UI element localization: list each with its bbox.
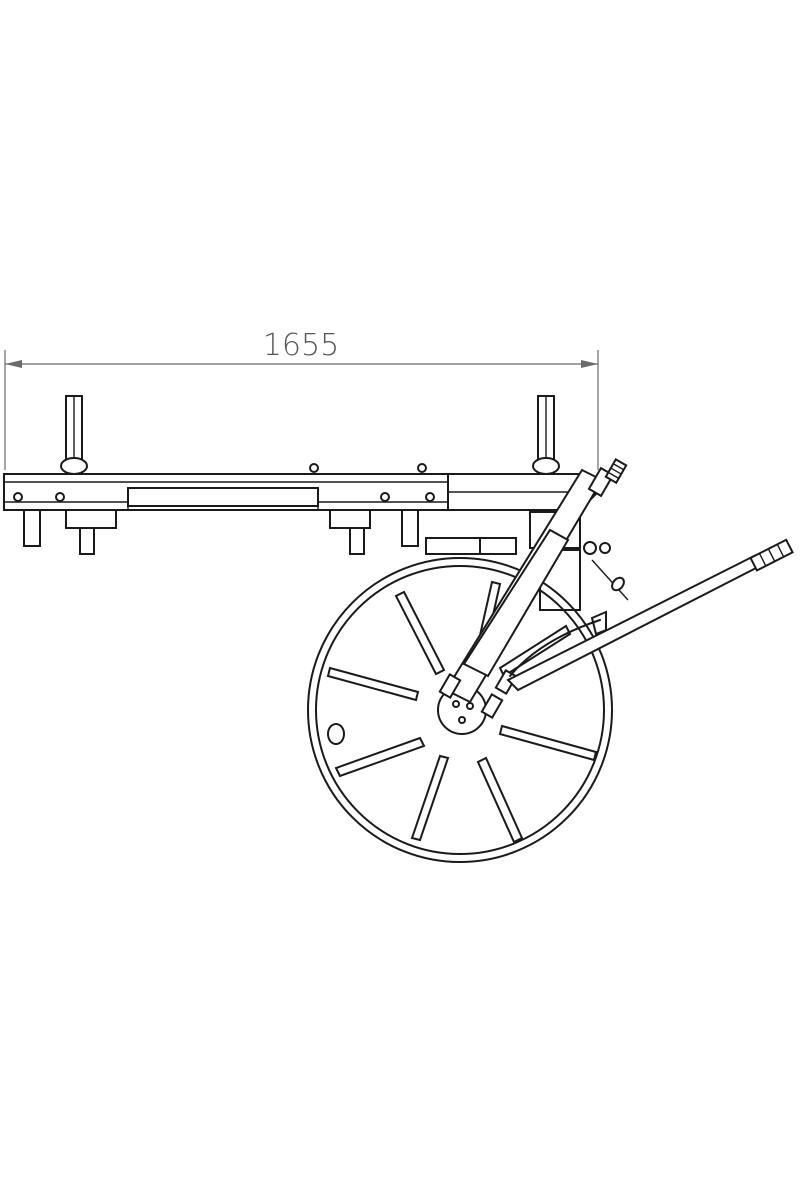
tines xyxy=(23,509,419,555)
telescopic-section xyxy=(127,487,319,507)
right-post-clamp xyxy=(532,457,560,475)
handle-arm xyxy=(506,538,794,692)
wheel-rim-outer xyxy=(307,557,613,863)
hydraulic-hose xyxy=(509,619,601,677)
left-post-clamp xyxy=(60,457,88,475)
left-post xyxy=(60,395,88,475)
tine-bracket xyxy=(65,509,117,529)
wheel-rim-inner xyxy=(315,565,605,855)
tine xyxy=(23,509,41,547)
tine xyxy=(349,527,365,555)
spring-pin xyxy=(591,559,629,601)
dim-label: 1655 xyxy=(263,328,339,363)
rim-clip xyxy=(327,723,345,745)
tine-bracket xyxy=(329,509,371,529)
dim-arrow-left xyxy=(5,360,22,368)
dim-arrow-right xyxy=(581,360,598,368)
main-frame xyxy=(3,463,600,511)
handle-clamp xyxy=(590,610,607,636)
tine xyxy=(79,527,95,555)
width-dimension: 1655 xyxy=(4,328,599,470)
right-post xyxy=(532,395,560,475)
tine xyxy=(401,509,419,547)
cylinder-arm xyxy=(438,458,628,720)
